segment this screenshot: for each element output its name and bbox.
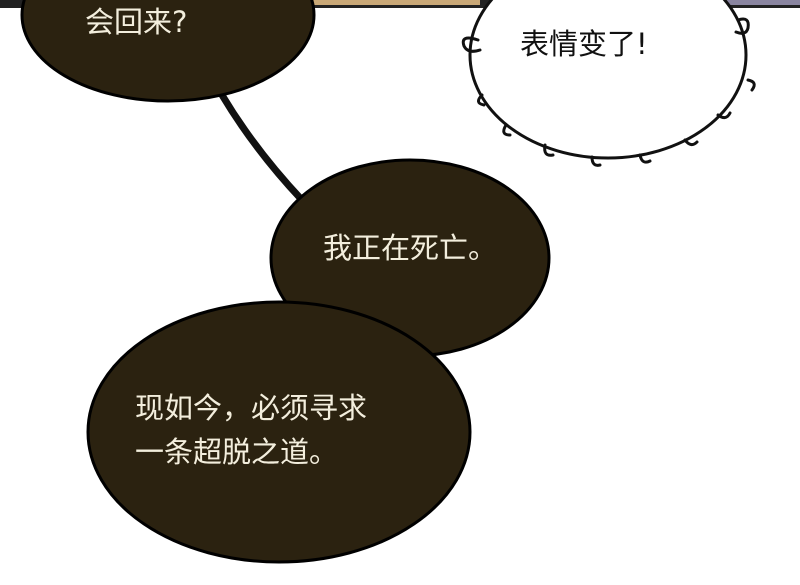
bubble-text-bottom-line2: 一条超脱之道。 (135, 435, 339, 469)
bubble-text-bottom-line1: 现如今，必须寻求 (135, 391, 368, 425)
bubble-tail-line (218, 93, 305, 203)
shout-bubble (461, 0, 756, 167)
bubble-text-middle: 我正在死亡。 (323, 231, 498, 265)
speech-bubble-bottom (86, 300, 472, 564)
shout-bubble-text: 表情变了! (520, 27, 648, 61)
upper-panel-purple (700, 0, 800, 5)
speech-bubble-top-left (20, 0, 316, 103)
bubble-text-top-left: 会回来? (85, 5, 188, 39)
upper-panel-tan (310, 0, 480, 5)
